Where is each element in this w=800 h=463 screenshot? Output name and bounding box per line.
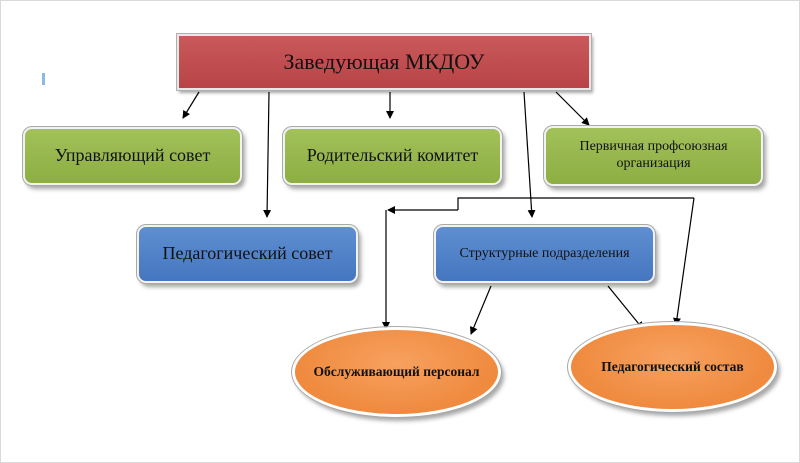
pedagogical-council-node: Педагогический совет bbox=[136, 224, 359, 284]
arrow-union-to-staff bbox=[457, 197, 694, 210]
arrow-head-to-pedsov bbox=[263, 91, 272, 218]
union-node: Первичная профсоюзная организация bbox=[543, 125, 764, 187]
text-cursor-marker bbox=[42, 73, 45, 85]
arrow-union-to-teachers bbox=[673, 197, 695, 326]
structural-divisions-node: Структурные подразделения bbox=[433, 224, 656, 284]
teaching-staff-node: Педагогический состав bbox=[567, 321, 778, 413]
head-node: Заведующая МКДОУ bbox=[176, 33, 592, 91]
council-node: Управляющий совет bbox=[22, 126, 243, 186]
arrow-head-to-union bbox=[555, 91, 590, 126]
service-staff-node: Обслуживающий персонал bbox=[291, 326, 502, 418]
arrow-head-to-council bbox=[182, 91, 200, 119]
arrow-structure-to-staff bbox=[470, 285, 492, 335]
parents-committee-node: Родительский комитет bbox=[282, 126, 503, 186]
arrow-head-to-structure bbox=[523, 91, 536, 218]
arrow-structure-to-teachers bbox=[607, 285, 644, 330]
